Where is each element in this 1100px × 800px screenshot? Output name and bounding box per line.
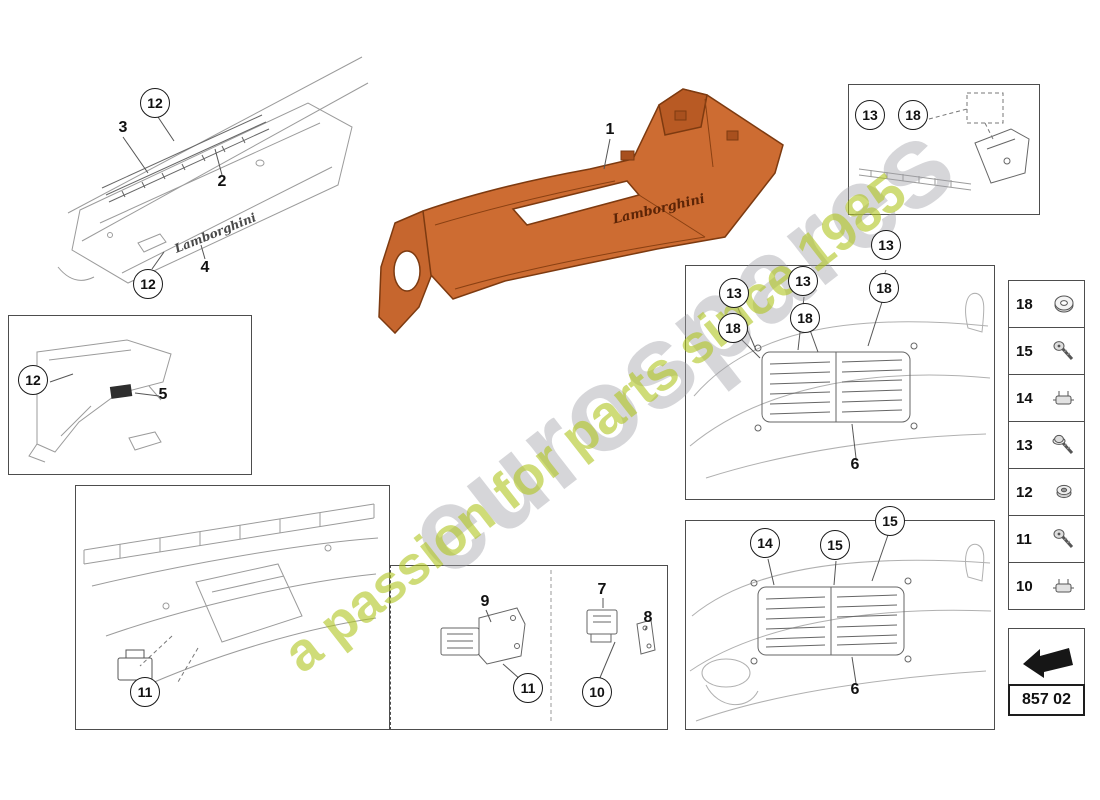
legend-row-10: 10 (1008, 562, 1085, 610)
direction-arrow-icon (1022, 647, 1073, 678)
label-4: 4 (200, 259, 210, 276)
clip-icon (1053, 391, 1074, 405)
label-6: 6 (850, 681, 860, 698)
washer-icon (1054, 295, 1074, 313)
legend-number: 10 (1016, 577, 1033, 595)
callout-11: 11 (513, 673, 543, 703)
callout-18: 18 (869, 273, 899, 303)
instrument-panel-trim-drawing (378, 88, 784, 335)
screw-icon (1053, 529, 1074, 549)
inset-lower-vents (685, 520, 995, 730)
callout-12: 12 (133, 269, 163, 299)
callout-13: 13 (788, 266, 818, 296)
callout-14: 14 (750, 528, 780, 558)
legend-number: 14 (1016, 389, 1033, 407)
legend-row-18: 18 (1008, 280, 1085, 328)
legend-number: 12 (1016, 483, 1033, 501)
inset-control-units (390, 565, 668, 730)
legend-number: 15 (1016, 342, 1033, 360)
legend-number: 18 (1016, 295, 1033, 313)
legend-number: 11 (1016, 530, 1032, 548)
diagram-code: 857 02 (1008, 684, 1085, 716)
label-1: 1 (605, 121, 615, 138)
direction-arrow-box (1008, 628, 1085, 685)
label-5: 5 (158, 386, 168, 403)
legend-row-14: 14 (1008, 374, 1085, 422)
callout-10: 10 (582, 677, 612, 707)
inset-bracket (8, 315, 252, 475)
inset-center-vents (685, 265, 995, 500)
callout-18: 18 (718, 313, 748, 343)
grommet-icon (1056, 484, 1072, 499)
label-9: 9 (480, 593, 490, 610)
callout-13: 13 (871, 230, 901, 260)
upper-dashboard-drawing (57, 56, 369, 284)
label-7: 7 (597, 581, 607, 598)
legend-row-15: 15 (1008, 327, 1085, 375)
callout-13: 13 (855, 100, 885, 130)
control-unit-drawing (440, 570, 656, 724)
legend-row-11: 11 (1008, 515, 1085, 563)
crossmember-drawing (83, 503, 379, 691)
callout-18: 18 (790, 303, 820, 333)
callout-18: 18 (898, 100, 928, 130)
label-3: 3 (118, 119, 128, 136)
label-2: 2 (217, 173, 227, 190)
inset-crossmember (75, 485, 390, 730)
legend-row-13: 13 (1008, 421, 1085, 469)
screw-icon (1053, 341, 1074, 361)
legend-row-12: 12 (1008, 468, 1085, 516)
upper-trim-strip-drawing (858, 92, 1030, 191)
label-6: 6 (850, 456, 860, 473)
bracket-drawing (28, 339, 172, 463)
callout-13: 13 (719, 278, 749, 308)
callout-15: 15 (875, 506, 905, 536)
legend-number: 13 (1016, 436, 1033, 454)
inset-upper-trim (848, 84, 1040, 215)
fastener-legend: 18 15 14 13 (1008, 280, 1085, 610)
callout-15: 15 (820, 530, 850, 560)
callout-12: 12 (18, 365, 48, 395)
clip-icon (1053, 579, 1074, 593)
callout-12: 12 (140, 88, 170, 118)
label-8: 8 (643, 609, 653, 626)
callout-11: 11 (130, 677, 160, 707)
screw-icon (1052, 434, 1074, 455)
lower-air-vent-drawing (689, 534, 992, 722)
